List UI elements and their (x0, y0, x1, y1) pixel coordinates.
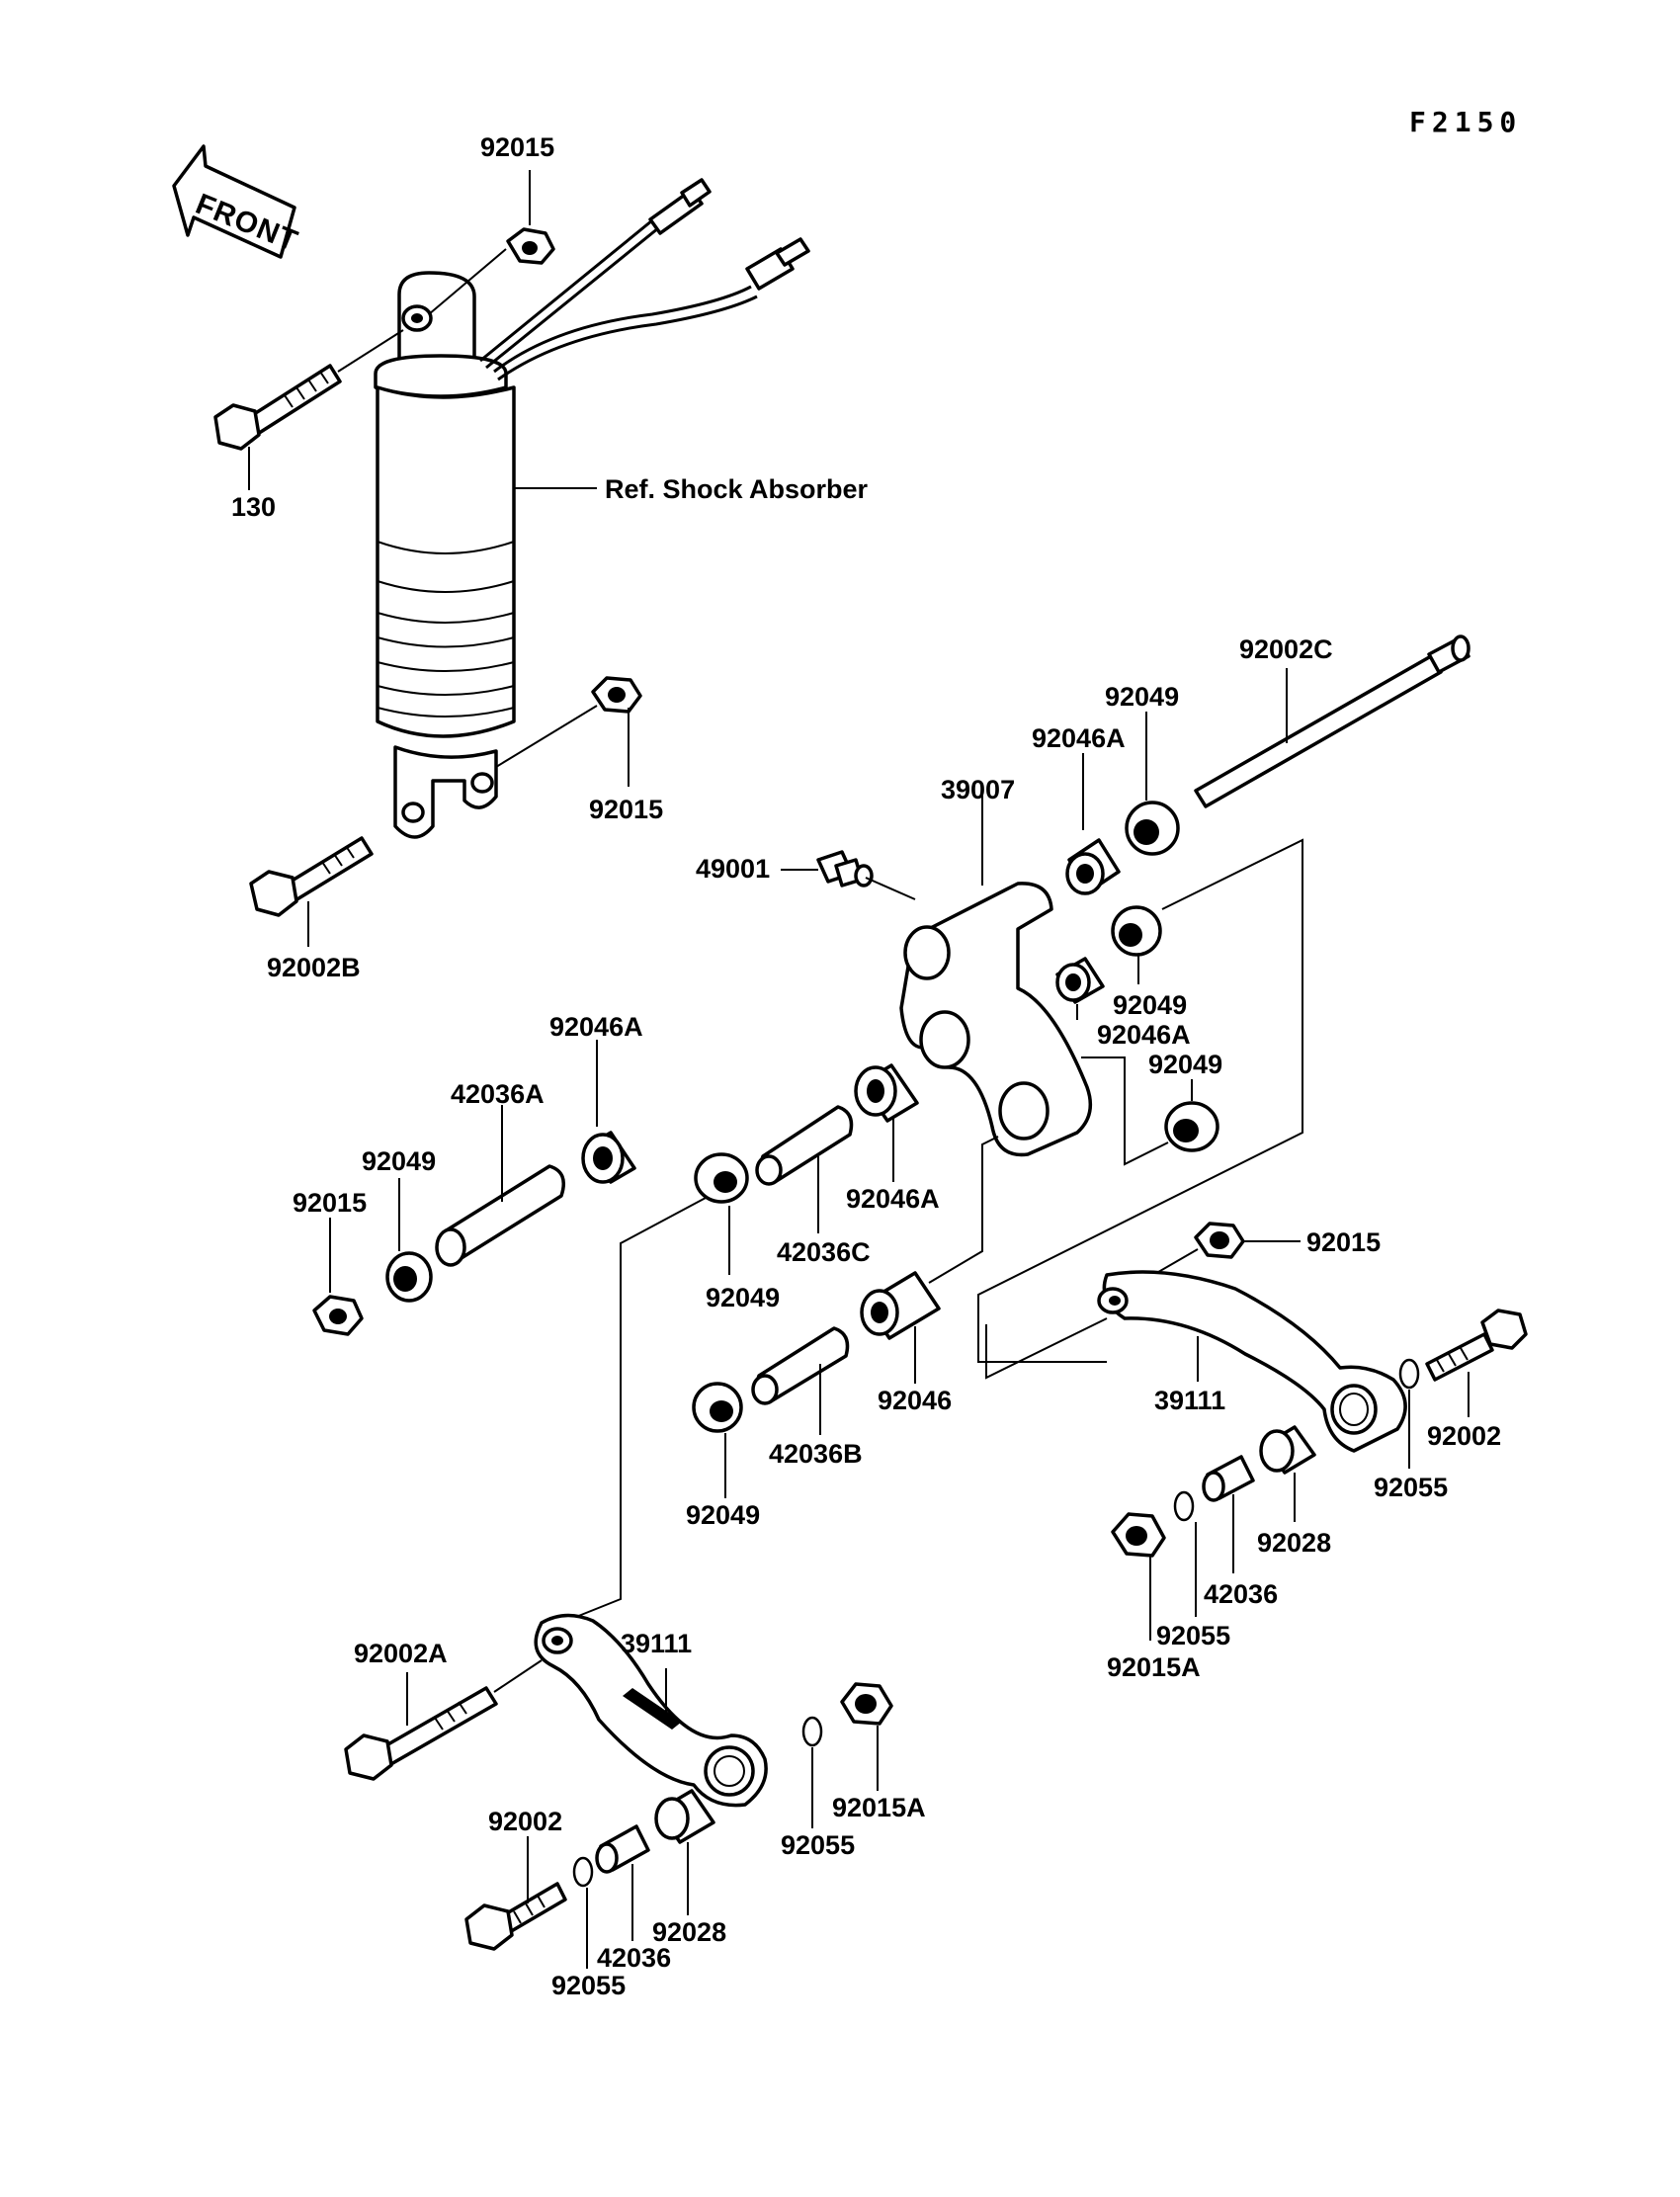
label-92015-middle: 92015 (589, 795, 663, 824)
label-92015-right: 92015 (1306, 1227, 1381, 1257)
label-92028-lower: 92028 (652, 1917, 726, 1947)
o-ring-92055-right-lower (1173, 1490, 1195, 1522)
label-92002-right: 92002 (1427, 1421, 1501, 1451)
label-92046: 92046 (878, 1386, 952, 1415)
bearing-92046 (860, 1271, 941, 1340)
label-92002B: 92002B (267, 953, 361, 982)
diagram-code: F2150 (1409, 106, 1522, 138)
sleeve-42036C (755, 1105, 854, 1186)
sleeve-42036-right (1202, 1455, 1255, 1502)
washer-92049-lower-right (1164, 1101, 1219, 1152)
washer-92049-far-left (385, 1251, 433, 1303)
bearing-92046A-mid (1055, 957, 1105, 1004)
rocker-39007 (899, 882, 1093, 1157)
washer-92049-upper (1125, 801, 1180, 856)
label-39111-upper: 39111 (1154, 1386, 1225, 1415)
label-92046A-upper: 92046A (1032, 723, 1126, 753)
label-92002A: 92002A (354, 1639, 448, 1668)
label-92015-far-left: 92015 (293, 1188, 367, 1218)
label-92015-top: 92015 (480, 132, 554, 162)
label-92049-upper: 92049 (1105, 682, 1179, 712)
label-ref-shock-absorber: Ref. Shock Absorber (605, 474, 869, 504)
label-92046A-mid: 92046A (1097, 1020, 1191, 1050)
bolt-92002C (1194, 634, 1470, 808)
nut-92015-right (1194, 1222, 1245, 1259)
label-92046A-center: 92046A (846, 1184, 940, 1214)
bolt-92002A (344, 1686, 498, 1781)
label-42036-lower: 42036 (597, 1943, 671, 1973)
washer-92049-mid-left (694, 1152, 749, 1204)
label-92049-far-left: 92049 (362, 1146, 436, 1176)
front-arrow-icon: FRONT (172, 144, 302, 259)
nut-92015A-lower (840, 1682, 893, 1726)
label-39111-lower: 39111 (621, 1629, 692, 1658)
label-92049-mid-left: 92049 (706, 1283, 780, 1312)
nut-92015-far-left (312, 1295, 364, 1336)
shock-absorber (374, 178, 810, 839)
label-92049-lower-right: 92049 (1148, 1050, 1222, 1079)
bolt-130 (213, 364, 342, 451)
sleeve-42036B (751, 1326, 850, 1405)
label-92055-right: 92055 (1374, 1473, 1448, 1502)
bearing-92046A-center (854, 1063, 919, 1123)
label-92055-lower-left: 92055 (551, 1971, 626, 2000)
o-ring-92055-right (1398, 1358, 1420, 1390)
collar-92028-lower (654, 1789, 715, 1844)
washer-92049-right-mid (1111, 905, 1162, 957)
bearing-92046A-left (581, 1131, 636, 1184)
label-92055-right-lower: 92055 (1156, 1621, 1230, 1650)
label-92002C: 92002C (1239, 634, 1333, 664)
washer-92049-bottom (692, 1382, 743, 1433)
nut-92015A-right (1111, 1512, 1166, 1558)
bolt-92002-right (1425, 1309, 1528, 1382)
label-92028-right: 92028 (1257, 1528, 1331, 1558)
label-130: 130 (231, 492, 276, 522)
label-92015A-right: 92015A (1107, 1652, 1201, 1682)
label-92015A-lower: 92015A (832, 1793, 926, 1822)
label-92049-right-mid: 92049 (1113, 990, 1187, 1020)
label-49001: 49001 (696, 854, 770, 884)
nut-92015-top (506, 227, 555, 265)
label-92049-bottom: 92049 (686, 1500, 760, 1530)
sleeve-42036-lower (595, 1824, 650, 1874)
o-ring-92055-lower-left (572, 1856, 594, 1888)
link-39111-lower (534, 1613, 768, 1808)
link-39111-upper (1097, 1270, 1407, 1453)
label-92046A-left: 92046A (549, 1012, 643, 1042)
o-ring-92055-lower-mid (801, 1716, 823, 1747)
collar-92028-right (1259, 1425, 1316, 1475)
label-92055-lower-mid: 92055 (781, 1830, 855, 1860)
grease-nipple-49001 (816, 850, 874, 887)
bolt-92002-lower (464, 1882, 567, 1951)
label-39007: 39007 (941, 775, 1015, 804)
sleeve-42036A (435, 1164, 565, 1267)
label-42036B: 42036B (769, 1439, 863, 1469)
part-labels: 92015 130 Ref. Shock Absorber 92015 9200… (231, 132, 1501, 2000)
label-42036C: 42036C (777, 1237, 871, 1267)
label-42036-right: 42036 (1204, 1579, 1278, 1609)
nut-92015-middle (591, 676, 642, 714)
label-42036A: 42036A (451, 1079, 545, 1109)
label-92002-lower: 92002 (488, 1807, 562, 1836)
bolt-92002B (249, 836, 374, 917)
bearing-92046A-upper (1065, 838, 1121, 895)
